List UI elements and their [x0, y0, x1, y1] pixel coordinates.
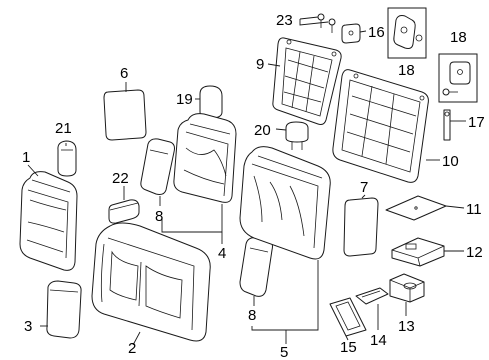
part-22-trim-block	[108, 199, 140, 224]
part-14-latch-trim	[355, 287, 389, 305]
part-18-latch-box	[387, 7, 427, 59]
part-18-latch-box	[438, 53, 478, 103]
callout-8-lower: 8	[248, 307, 256, 324]
callout-8-upper: 8	[155, 208, 163, 225]
part-10-seatback-frame	[332, 69, 429, 183]
part-5-seatback-right	[239, 146, 331, 260]
callout-12: 12	[466, 244, 483, 261]
part-12-mount-bracket	[391, 237, 445, 267]
callout-13: 13	[398, 318, 415, 335]
callout-23: 23	[276, 12, 293, 29]
part-8-frame-lower	[239, 237, 273, 297]
part-2-seat-cushion	[91, 222, 211, 342]
callout-16: 16	[368, 24, 385, 41]
callout-3: 3	[24, 318, 32, 335]
callout-4: 4	[218, 245, 226, 262]
leader-lines	[27, 16, 466, 346]
part-23-screws	[317, 13, 336, 33]
callout-5: 5	[280, 344, 288, 360]
callout-1: 1	[22, 149, 30, 166]
part-3-cushion-small	[46, 280, 82, 339]
part-20-headrest	[285, 121, 309, 150]
callout-19: 19	[176, 91, 193, 108]
callout-15: 15	[340, 339, 357, 356]
part-9-seatback-frame	[272, 37, 342, 125]
callout-20: 20	[254, 122, 271, 139]
callout-17: 17	[468, 114, 485, 131]
callout-2: 2	[128, 340, 136, 357]
part-13-cup-holder	[389, 273, 425, 303]
part-4-seatback-center	[173, 113, 237, 203]
part-16-bracket	[341, 23, 361, 44]
part-7-panel	[343, 197, 379, 257]
callout-11: 11	[466, 201, 482, 218]
callout-7: 7	[360, 179, 368, 196]
callout-22: 22	[112, 170, 129, 187]
part-17-bolt	[443, 109, 451, 141]
callout-18-box2: 18	[450, 29, 467, 46]
callout-labels: 1 2 3 4 5 6 7 8 8 9 10 11 12 13 14 15 16…	[22, 12, 485, 360]
callout-21: 21	[55, 120, 72, 137]
callout-18-box1: 18	[398, 62, 415, 79]
part-1-seatback-left	[19, 171, 78, 271]
callout-10: 10	[442, 153, 459, 170]
callout-14: 14	[370, 332, 387, 349]
part-6-pad	[103, 89, 147, 141]
part-8-frame-upper	[140, 138, 175, 195]
callout-6: 6	[120, 65, 128, 82]
part-11-floor-panel	[385, 195, 447, 221]
callout-9: 9	[256, 56, 264, 73]
part-21-headrest	[57, 140, 77, 177]
part-15-bezel	[329, 297, 367, 337]
